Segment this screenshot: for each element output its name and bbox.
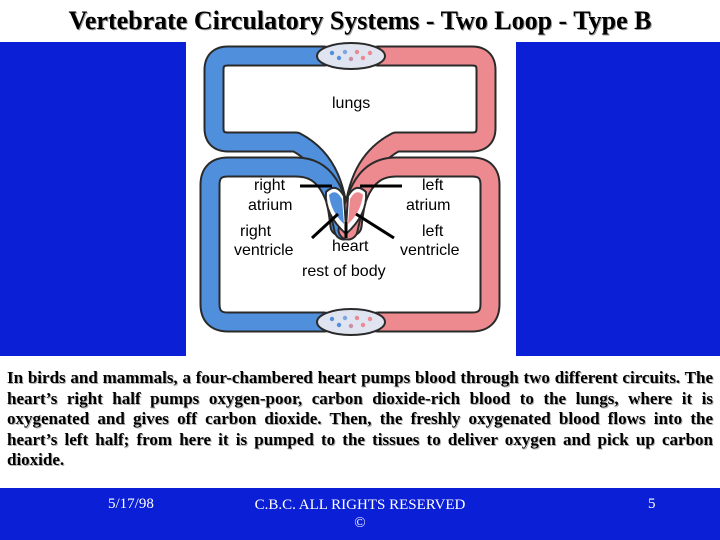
label-heart: heart bbox=[332, 238, 369, 255]
caption-area: In birds and mammals, a four-chambered h… bbox=[0, 356, 720, 488]
caption-text: In birds and mammals, a four-chambered h… bbox=[7, 368, 713, 471]
lung-capillary-bed bbox=[317, 43, 385, 69]
footer-copyright-line-2: © bbox=[222, 514, 498, 532]
label-lungs: lungs bbox=[332, 95, 370, 112]
footer-page-number: 5 bbox=[648, 496, 656, 513]
footer-copyright: C.B.C. ALL RIGHTS RESERVED © bbox=[222, 496, 498, 532]
label-right-atrium-1: right bbox=[254, 177, 286, 194]
circulatory-diagram: lungs right atrium left atrium right ven… bbox=[186, 42, 516, 356]
label-left-ventricle-1: left bbox=[422, 223, 444, 240]
body-capillary-bed bbox=[317, 309, 385, 335]
label-right-ventricle-2: ventricle bbox=[234, 242, 294, 259]
label-right-atrium-2: atrium bbox=[248, 197, 292, 214]
footer-date: 5/17/98 bbox=[108, 496, 154, 513]
label-left-atrium-2: atrium bbox=[406, 197, 450, 214]
circulation-illustration: lungs right atrium left atrium right ven… bbox=[186, 42, 516, 356]
label-rest-of-body: rest of body bbox=[302, 263, 386, 280]
slide-title: Vertebrate Circulatory Systems - Two Loo… bbox=[0, 6, 720, 36]
footer-copyright-line-1: C.B.C. ALL RIGHTS RESERVED bbox=[222, 496, 498, 514]
label-right-ventricle-1: right bbox=[240, 223, 272, 240]
title-bar: Vertebrate Circulatory Systems - Two Loo… bbox=[0, 0, 720, 42]
footer-bar: 5/17/98 C.B.C. ALL RIGHTS RESERVED © 5 bbox=[0, 488, 720, 540]
label-left-ventricle-2: ventricle bbox=[400, 242, 460, 259]
label-left-atrium-1: left bbox=[422, 177, 444, 194]
